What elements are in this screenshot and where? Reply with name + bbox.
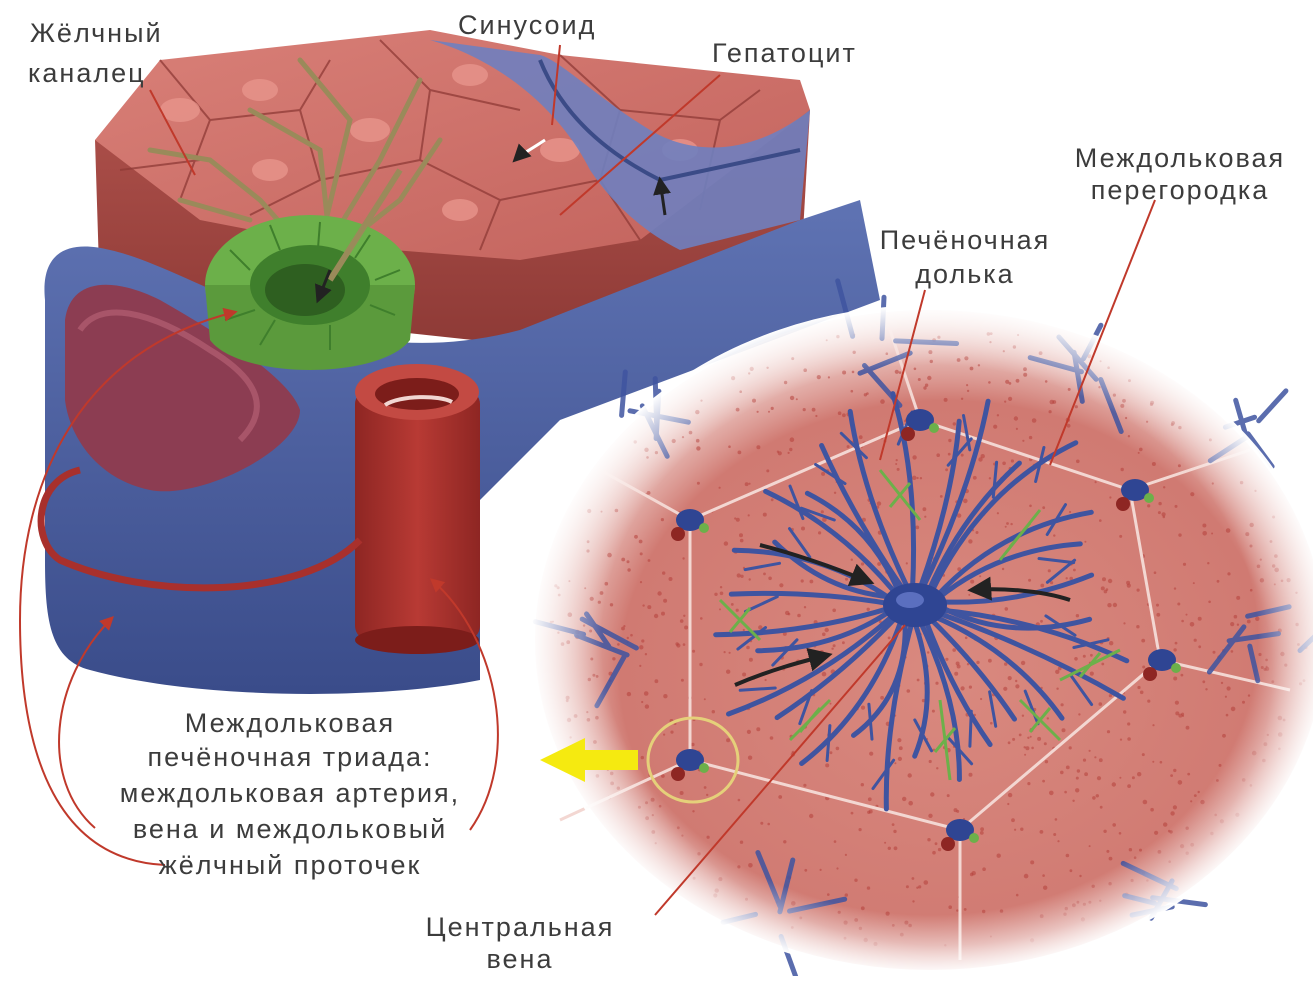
- bile-duct: [205, 215, 415, 370]
- label-triad-4: вена и междольковый: [70, 814, 510, 844]
- label-central-vein-1: Центральная: [390, 912, 650, 942]
- label-central-vein-2: вена: [390, 944, 650, 974]
- label-lobule-2: долька: [850, 259, 1080, 289]
- label-bile-canaliculus-2: каналец: [28, 58, 146, 88]
- hepatic-artery: [355, 364, 480, 654]
- label-triad-5: жёлчный проточек: [70, 850, 510, 880]
- label-triad-1: Междольковая: [70, 708, 510, 738]
- label-lobule-1: Печёночная: [850, 225, 1080, 255]
- label-triad-3: междольковая артерия,: [70, 778, 510, 808]
- label-hepatocyte: Гепатоцит: [712, 38, 857, 68]
- label-triad-2: печёночная триада:: [70, 742, 510, 772]
- outer-sinusoid: [1259, 391, 1286, 421]
- label-bile-canaliculus-1: Жёлчный: [30, 18, 163, 48]
- label-sinusoid: Синусоид: [458, 10, 596, 40]
- label-septum-1: Междольковая: [1050, 143, 1310, 173]
- label-septum-2: перегородка: [1050, 175, 1310, 205]
